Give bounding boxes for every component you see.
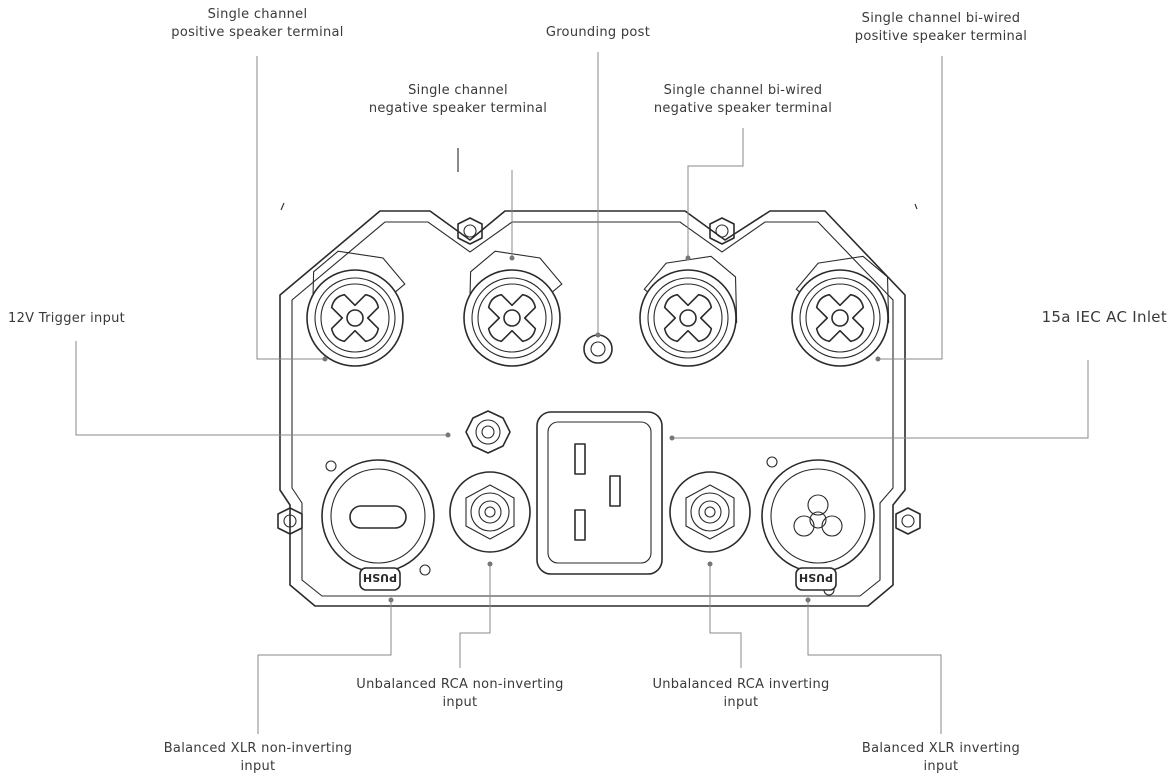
rca-jack-left [449,471,531,553]
leader-pos-terminal [256,56,325,360]
push-label-right: PUSH [799,571,833,584]
leader-trigger [75,341,448,436]
label-grounding-post: Grounding post [545,25,651,40]
screw-side-right [895,507,921,535]
label-rca-noninv: Unbalanced RCA non-inverting input [356,677,564,710]
rca-jack-right [669,471,751,553]
leader-xlr-inv [807,600,942,734]
grounding-post [583,334,613,364]
label-pos-terminal: Single channel positive speaker terminal [171,7,344,40]
label-xlr-inv: Balanced XLR inverting input [861,741,1021,774]
leader-biwire-pos [878,56,943,360]
screw-top-right [709,217,735,245]
terminal-biwire-pos [791,255,890,367]
leader-lines [75,52,1089,734]
label-neg-terminal: Single channel negative speaker terminal [368,83,548,116]
corner-mark-left [280,202,285,211]
label-biwire-pos: Single channel bi-wired positive speaker… [854,11,1028,44]
screw-side-left [277,507,303,535]
terminal-biwire-neg [639,255,738,367]
panel-outline [279,210,906,607]
terminal-neg [463,250,563,367]
speaker-terminals [306,250,890,367]
xlr-connector-right: PUSH [761,456,875,596]
label-biwire-neg: Single channel bi-wired negative speaker… [653,83,833,116]
iec-inlet [536,411,663,575]
push-label-left: PUSH [363,571,397,584]
label-xlr-noninv: Balanced XLR non-inverting input [163,741,353,774]
corner-mark-right [914,203,918,210]
xlr-connector-left: PUSH [321,459,435,591]
screw-top-left [457,217,483,245]
label-rca-inv: Unbalanced RCA inverting input [652,677,830,710]
terminal-pos [306,250,406,367]
label-trigger: 12V Trigger input [8,311,126,326]
trigger-jack [465,410,511,454]
leader-dots [322,255,881,603]
leader-rca-inv [709,564,742,668]
leader-biwire-neg [687,128,744,258]
leader-rca-noninv [459,564,491,668]
leader-xlr-noninv [257,600,392,734]
leader-iec [672,360,1089,439]
label-iec-inlet: 15a IEC AC Inlet [1041,308,1167,326]
